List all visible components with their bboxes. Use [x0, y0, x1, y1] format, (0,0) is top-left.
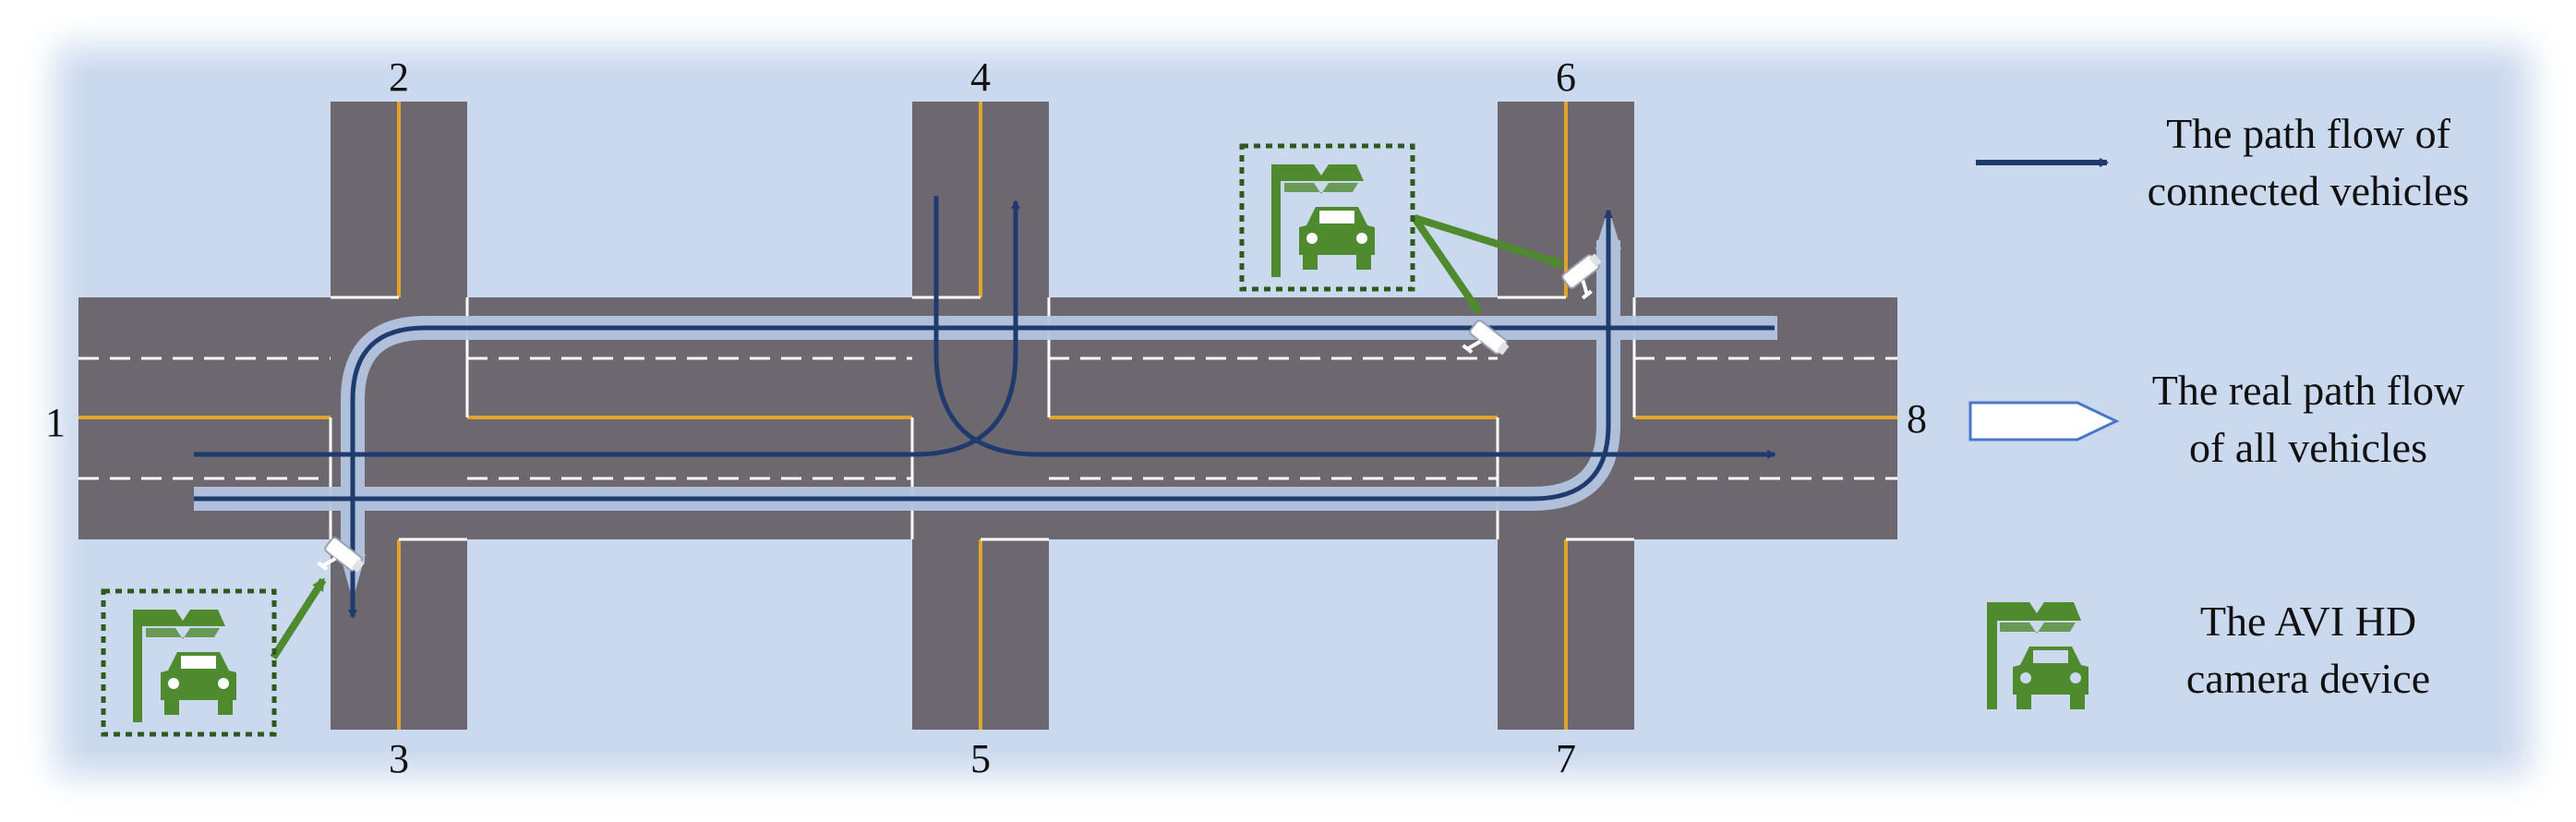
node-label-5: 5 [970, 736, 991, 781]
node-label-3: 3 [389, 736, 409, 781]
node-label-6: 6 [1556, 54, 1576, 100]
connected-path-north-east [933, 196, 1776, 459]
node-label-7: 7 [1556, 736, 1576, 781]
legend-device-icon [1987, 602, 2088, 709]
node-labels: 1 2 3 4 5 6 7 8 [45, 54, 1927, 781]
legend-real-path-arrow [1968, 401, 2120, 441]
legend-device-line1: The AVI HD [2199, 598, 2417, 645]
legend-real-line2: of all vehicles [2188, 424, 2427, 471]
legend-device-label: The AVI HD camera device [2105, 593, 2511, 707]
device-links [270, 214, 1565, 660]
legend-real-label: The real path flow of all vehicles [2105, 362, 2511, 477]
legend-real-line1: The real path flow [2151, 367, 2465, 414]
connected-path-west-north [194, 199, 1020, 457]
connected-path-west-east [194, 209, 1613, 502]
node-label-4: 4 [970, 54, 991, 100]
legend-device-line2: camera device [2185, 655, 2431, 702]
connected-path-west-south [348, 325, 1775, 619]
connected-path-flow [194, 196, 1776, 619]
node-label-8: 8 [1907, 396, 1927, 441]
legend-connected-line1: The path flow of [2166, 110, 2450, 157]
legend-connected-line2: connected vehicles [2147, 167, 2470, 214]
node-label-2: 2 [389, 54, 409, 100]
legend-connected-label: The path flow of connected vehicles [2105, 105, 2511, 220]
node-label-1: 1 [45, 400, 66, 445]
legend-symbols [1968, 158, 2120, 709]
